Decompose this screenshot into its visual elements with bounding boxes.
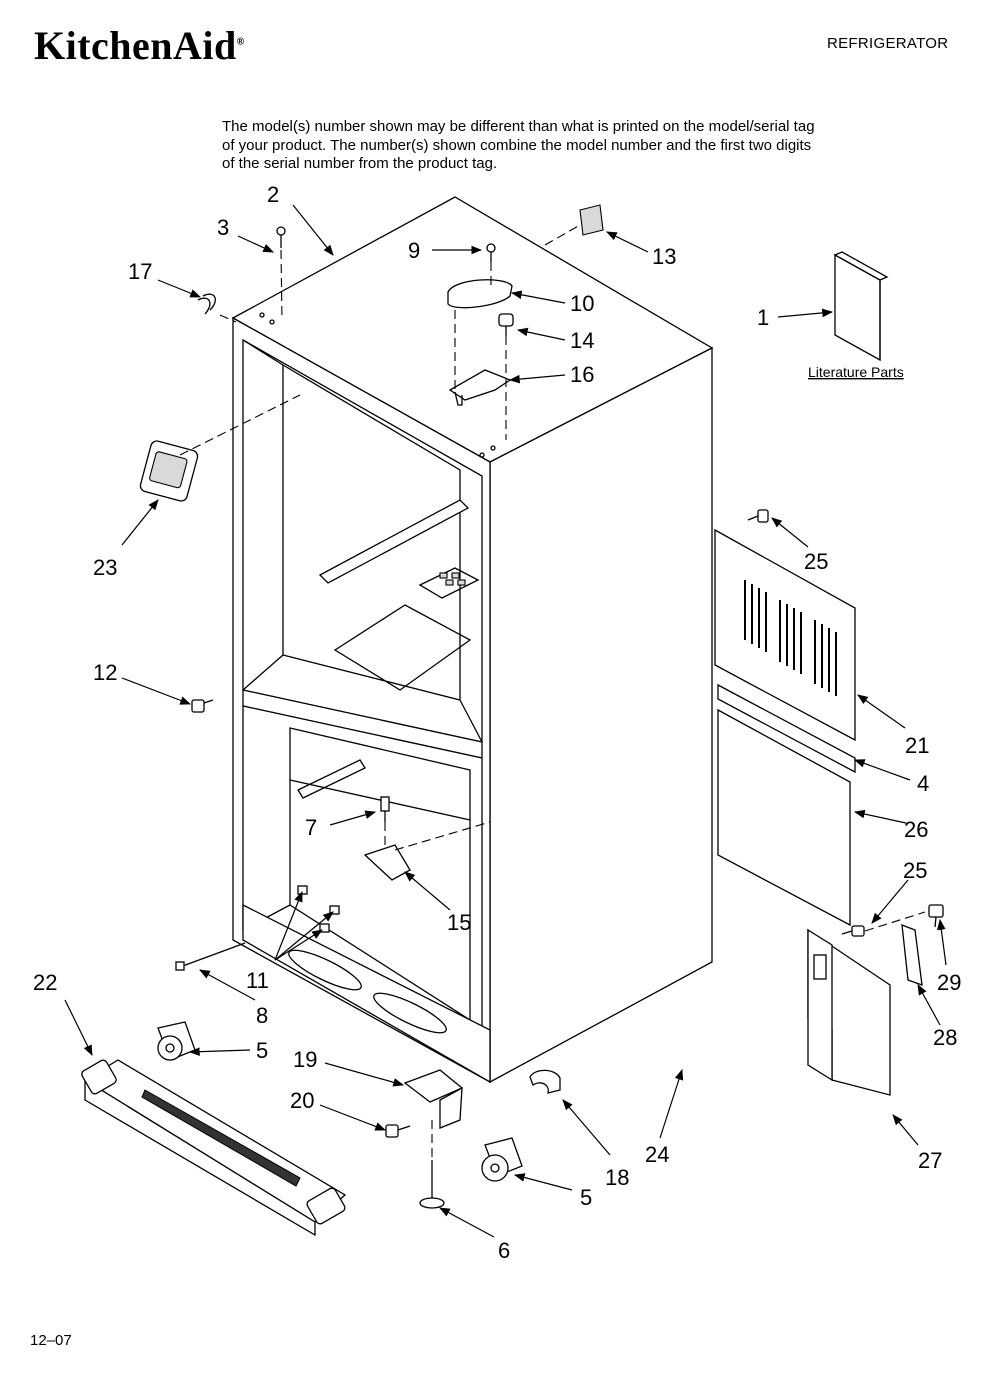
assembly-guide-lines bbox=[179, 224, 926, 1160]
callout-12: 12 bbox=[93, 660, 117, 685]
brand-logo: KitchenAid® bbox=[34, 26, 245, 66]
callout-5-lower: 5 bbox=[580, 1185, 592, 1210]
callout-4: 4 bbox=[917, 771, 929, 796]
base-grille bbox=[81, 1059, 347, 1237]
callout-15: 15 bbox=[447, 910, 471, 935]
hinge-cover bbox=[447, 279, 513, 309]
callout-9: 9 bbox=[408, 238, 420, 263]
callout-17: 17 bbox=[128, 259, 152, 284]
callout-28: 28 bbox=[933, 1025, 957, 1050]
callout-6: 6 bbox=[498, 1238, 510, 1263]
screw-set-11 bbox=[297, 885, 340, 933]
callout-leader-lines bbox=[64, 204, 947, 1238]
brand-registered-mark: ® bbox=[236, 36, 245, 48]
callout-3: 3 bbox=[217, 215, 229, 240]
callout-25-lower: 25 bbox=[903, 858, 927, 883]
callout-7: 7 bbox=[305, 815, 317, 840]
top-hinge bbox=[448, 369, 512, 406]
callout-18: 18 bbox=[605, 1165, 629, 1190]
literature-parts-label: Literature Parts bbox=[808, 364, 904, 380]
callout-27: 27 bbox=[918, 1148, 942, 1173]
screw-part-3 bbox=[276, 226, 286, 248]
callout-13: 13 bbox=[652, 244, 676, 269]
callout-14: 14 bbox=[570, 328, 594, 353]
callout-20: 20 bbox=[290, 1088, 314, 1113]
leveling-pin bbox=[380, 796, 390, 822]
callout-29: 29 bbox=[937, 970, 961, 995]
callout-21: 21 bbox=[905, 733, 929, 758]
callout-26: 26 bbox=[904, 817, 928, 842]
callout-25-upper: 25 bbox=[804, 549, 828, 574]
nameplate-badge bbox=[139, 440, 199, 502]
roller-wheel-upper bbox=[157, 1021, 196, 1061]
brand-name: KitchenAid bbox=[34, 23, 237, 68]
bracket-bolt bbox=[385, 1124, 411, 1138]
roller-bracket bbox=[363, 844, 411, 881]
callout-8: 8 bbox=[256, 1003, 268, 1028]
tape-strip bbox=[197, 293, 216, 315]
tube-clamp bbox=[529, 1069, 561, 1094]
electrical-control-box bbox=[807, 928, 891, 1096]
hinge-bolt bbox=[498, 313, 514, 336]
drain-tube-highlight bbox=[665, 989, 694, 1076]
literature-booklet bbox=[833, 251, 889, 362]
callout-23: 23 bbox=[93, 555, 117, 580]
label-patch bbox=[579, 204, 604, 236]
callout-5-upper: 5 bbox=[256, 1038, 268, 1063]
rear-access-panel bbox=[714, 528, 856, 742]
box-bracket bbox=[901, 924, 923, 986]
appliance-category: REFRIGERATOR bbox=[827, 35, 949, 52]
callout-1: 1 bbox=[757, 305, 769, 330]
callout-19: 19 bbox=[293, 1047, 317, 1072]
model-number-notice: The model(s) number shown may be differe… bbox=[222, 118, 815, 172]
screw-part-29 bbox=[928, 904, 944, 928]
footer-date-code: 12–07 bbox=[30, 1332, 72, 1349]
callout-10: 10 bbox=[570, 291, 594, 316]
screw-part-12 bbox=[191, 699, 214, 713]
insulation-strip bbox=[717, 683, 856, 774]
callout-22: 22 bbox=[33, 970, 57, 995]
leveling-bracket bbox=[403, 1069, 464, 1129]
callout-16: 16 bbox=[570, 362, 594, 387]
rear-panel bbox=[717, 708, 851, 927]
screw-part-9 bbox=[486, 243, 496, 262]
leveling-leg bbox=[419, 1160, 445, 1209]
screw-part-25-lower bbox=[841, 925, 865, 937]
callout-24: 24 bbox=[645, 1142, 669, 1167]
roller-wheel-lower bbox=[481, 1137, 523, 1182]
long-bolt bbox=[175, 942, 246, 971]
callout-11: 11 bbox=[246, 968, 269, 993]
callout-numbers: 1 2 3 4 5 5 6 7 8 9 10 11 12 13 14 15 16… bbox=[33, 182, 961, 1263]
refrigerator-cabinet bbox=[231, 196, 714, 1084]
screw-part-25-upper bbox=[747, 509, 769, 523]
callout-2: 2 bbox=[267, 182, 279, 207]
